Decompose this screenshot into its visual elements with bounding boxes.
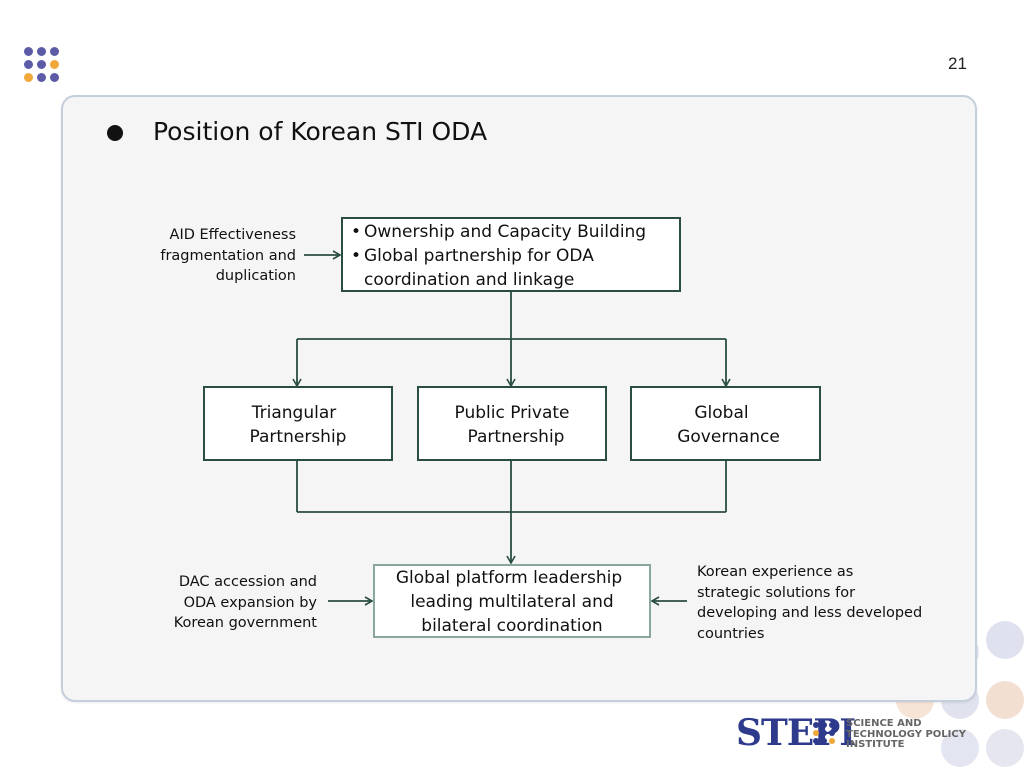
note-dac-accession: DAC accession and ODA expansion by Korea… — [174, 572, 317, 634]
stepi-logo-grid-icon — [813, 722, 837, 746]
box-line: leading multilateral and — [410, 592, 614, 612]
note-line: DAC accession and — [178, 574, 317, 590]
box-line: Global — [694, 403, 749, 423]
note-line: Korean experience as — [697, 564, 854, 580]
list-item: coordination and linkage — [351, 268, 646, 292]
note-line: AID Effectiveness — [169, 227, 296, 243]
top-box-list: •Ownership and Capacity Building •Global… — [351, 220, 646, 292]
list-item: •Global partnership for ODA — [351, 246, 594, 266]
note-line: fragmentation and — [160, 247, 296, 264]
box-line: bilateral coordination — [421, 616, 603, 636]
note-line: ODA expansion by — [183, 594, 317, 611]
note-aid-effectiveness: AID Effectiveness fragmentation and dupl… — [160, 225, 296, 287]
box-public-private-partnership — [417, 386, 607, 461]
note-line: Korean government — [173, 615, 317, 631]
logo-subtitle-line: TECHNOLOGY POLICY — [846, 728, 966, 740]
box-line: Partnership — [249, 427, 347, 447]
box-line: Global platform leadership — [395, 568, 623, 588]
box-public-private-partnership-text: Public Private Partnership — [417, 401, 607, 449]
note-line: developing and less developed — [697, 605, 923, 621]
note-line: duplication — [215, 268, 296, 284]
list-item-text: coordination and linkage — [364, 270, 575, 290]
note-line: countries — [697, 625, 765, 642]
list-item-text: Global partnership for ODA — [364, 246, 594, 266]
logo-subtitle-line: INSTITUTE — [846, 739, 905, 750]
box-triangular-partnership — [203, 386, 393, 461]
decorative-dot-grid — [24, 47, 64, 87]
box-line: Triangular — [251, 403, 337, 423]
stepi-logo-subtitle: SCIENCE AND TECHNOLOGY POLICY INSTITUTE — [846, 718, 966, 751]
list-item-text: Ownership and Capacity Building — [364, 222, 647, 242]
logo-subtitle-line: SCIENCE AND — [846, 718, 922, 729]
note-korean-experience: Korean experience as strategic solutions… — [697, 562, 922, 644]
box-line: Governance — [677, 427, 780, 447]
box-global-governance-text: Global Governance — [630, 401, 821, 449]
stepi-logo-wordmark: STEPI — [736, 712, 856, 754]
box-line: Public Private — [454, 403, 570, 423]
box-line: Partnership — [467, 427, 565, 447]
box-triangular-partnership-text: Triangular Partnership — [203, 401, 393, 449]
box-global-governance — [630, 386, 821, 461]
note-line: strategic solutions for — [697, 584, 856, 601]
page-number: 21 — [948, 54, 967, 73]
box-global-platform-leadership-text: Global platform leadership leading multi… — [373, 566, 651, 638]
title-bullet-icon — [107, 125, 123, 141]
box-global-platform-leadership — [373, 564, 651, 638]
top-box — [341, 217, 681, 292]
list-item: •Ownership and Capacity Building — [351, 222, 647, 242]
slide-title: Position of Korean STI ODA — [153, 117, 488, 146]
